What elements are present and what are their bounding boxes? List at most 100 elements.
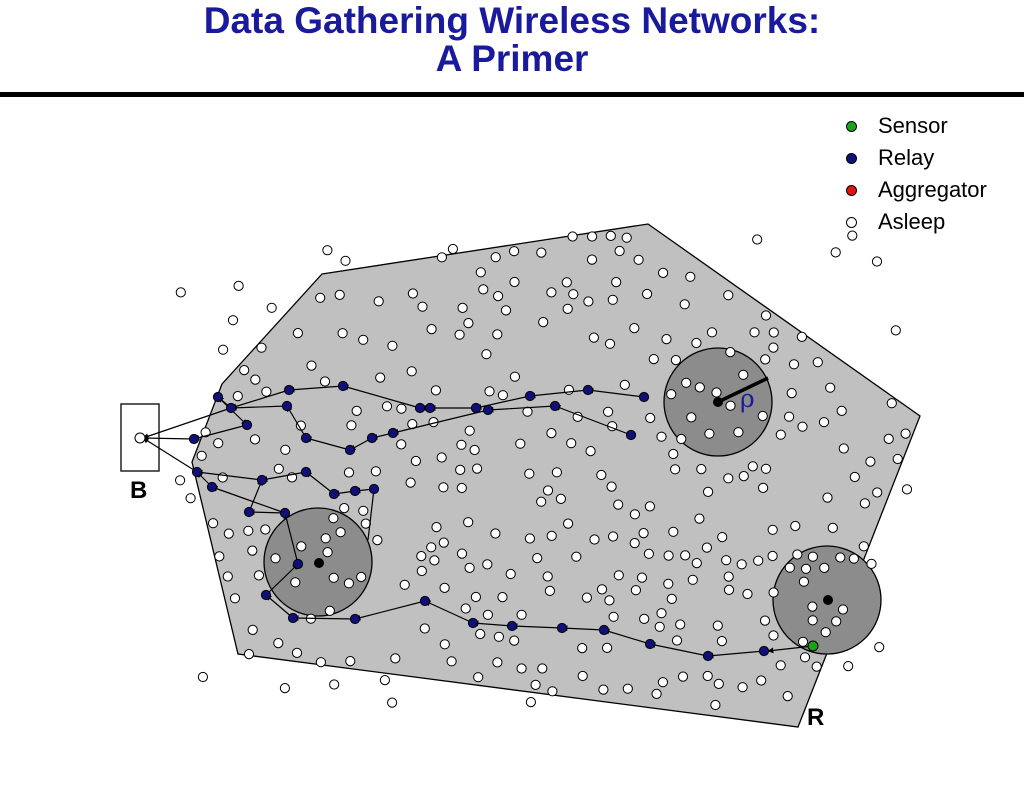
routing-edge	[649, 642, 709, 657]
asleep-node	[470, 591, 481, 603]
routing-edge	[561, 625, 605, 632]
asleep-node	[436, 252, 447, 263]
asleep-node	[865, 456, 876, 467]
asleep-node	[725, 347, 736, 358]
asleep-node	[603, 406, 614, 417]
asleep-node	[666, 389, 677, 400]
asleep-node	[661, 334, 672, 345]
asleep-node	[253, 570, 264, 581]
asleep-node	[473, 672, 484, 683]
relay-node	[300, 466, 312, 478]
asleep-node	[675, 619, 686, 630]
asleep-node	[701, 542, 713, 553]
asleep-node	[807, 615, 818, 626]
asleep-node	[456, 482, 467, 494]
asleep-node	[232, 391, 243, 402]
asleep-node	[800, 563, 812, 574]
asleep-node	[621, 232, 632, 243]
asleep-node	[742, 588, 753, 600]
asleep-node	[736, 559, 747, 570]
asleep-node	[849, 471, 860, 483]
asleep-node	[546, 287, 557, 298]
asleep-node	[270, 553, 281, 564]
asleep-node	[419, 623, 430, 634]
asleep-node	[492, 329, 503, 340]
routing-edge	[142, 407, 232, 440]
asleep-node	[837, 604, 849, 615]
asleep-node	[456, 548, 468, 559]
asleep-node	[775, 429, 786, 440]
asleep-node	[848, 553, 860, 564]
asleep-node	[243, 525, 254, 536]
asleep-node	[822, 492, 833, 503]
asleep-node	[585, 446, 596, 457]
asleep-node	[629, 323, 640, 334]
asleep-node	[577, 670, 588, 682]
asleep-node	[568, 289, 579, 300]
asleep-node	[390, 653, 401, 664]
asleep-node	[229, 593, 241, 604]
asleep-node	[563, 384, 575, 395]
asleep-node	[530, 679, 541, 691]
sensor-node	[807, 640, 819, 652]
asleep-node	[247, 624, 258, 636]
asleep-node	[775, 660, 786, 671]
asleep-node	[509, 635, 520, 646]
asleep-node	[482, 609, 493, 620]
asleep-node	[830, 247, 841, 258]
asleep-node	[197, 671, 208, 683]
asleep-node	[562, 303, 573, 314]
asleep-node	[737, 682, 748, 693]
asleep-node	[222, 571, 233, 582]
asleep-node	[639, 613, 650, 625]
asleep-node	[250, 374, 261, 385]
routing-edge	[283, 512, 299, 565]
asleep-node	[644, 501, 656, 512]
asleep-node	[416, 565, 427, 577]
routing-edge	[511, 623, 563, 630]
asleep-node	[758, 482, 769, 493]
asleep-node	[788, 359, 800, 370]
asleep-node	[340, 255, 351, 266]
routing-edge	[288, 385, 344, 393]
asleep-node	[843, 661, 854, 672]
asleep-node	[218, 344, 229, 355]
asleep-node	[704, 428, 715, 439]
asleep-node	[676, 433, 687, 445]
asleep-node	[492, 657, 503, 668]
asleep-node	[767, 550, 778, 562]
relay-node	[349, 613, 361, 625]
routing-edge	[554, 405, 632, 436]
asleep-node	[387, 340, 398, 351]
asleep-node	[538, 317, 549, 328]
asleep-node	[505, 568, 516, 580]
asleep-node	[818, 417, 830, 428]
asleep-node	[524, 468, 535, 479]
asleep-node	[356, 571, 367, 583]
relay-node	[638, 391, 650, 403]
asleep-node	[796, 331, 808, 342]
disk-center	[713, 397, 723, 407]
asleep-node	[706, 327, 718, 338]
asleep-node	[405, 477, 416, 488]
asleep-node	[546, 530, 557, 542]
asleep-node	[858, 541, 869, 552]
asleep-node	[200, 427, 211, 438]
asleep-node	[866, 558, 877, 570]
asleep-node	[799, 652, 811, 663]
asleep-node	[343, 467, 355, 478]
routing-edge	[286, 405, 307, 439]
title-divider	[0, 92, 1024, 97]
asleep-node	[645, 412, 656, 424]
asleep-node	[687, 574, 698, 585]
asleep-node	[566, 438, 577, 449]
asleep-node	[723, 584, 735, 596]
routing-edge	[305, 436, 351, 451]
routing-edge	[265, 594, 294, 619]
routing-edge	[193, 424, 248, 441]
asleep-node	[654, 621, 665, 632]
asleep-node	[567, 231, 578, 242]
asleep-node	[379, 675, 390, 686]
title-line-2: A Primer	[435, 38, 589, 79]
